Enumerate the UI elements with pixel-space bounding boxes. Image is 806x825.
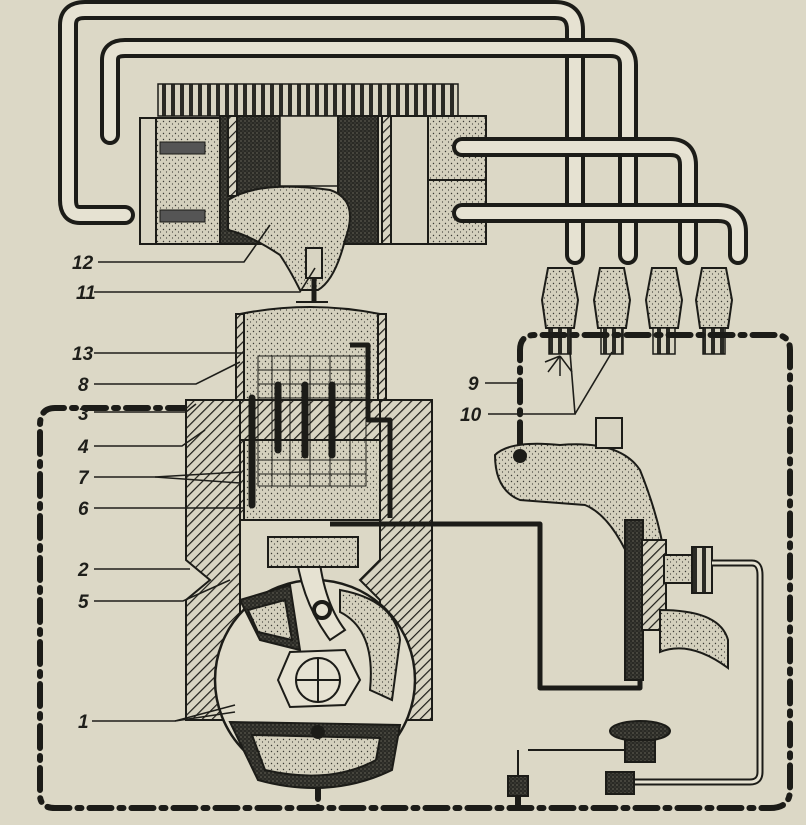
callout-9: 9 — [468, 374, 479, 395]
callout-3: 3 — [78, 404, 89, 425]
distributor — [139, 83, 487, 303]
callout-5: 5 — [78, 592, 89, 613]
callout-4: 4 — [77, 437, 89, 458]
distributor-clamp — [139, 117, 157, 245]
ground-terminal — [513, 449, 527, 463]
pole-shoe-right — [339, 588, 402, 702]
coil-cap-wall-right — [377, 313, 387, 405]
spark-icon — [544, 355, 573, 376]
rotor-brush — [305, 247, 323, 279]
spark-plug-installed — [663, 554, 695, 584]
spark-plug-4 — [694, 267, 734, 355]
callouts: 12 11 13 8 3 4 7 6 2 5 1 9 10 — [72, 253, 482, 733]
ground-stud — [311, 725, 325, 739]
ignition-switch — [507, 720, 671, 797]
ht-leads — [58, 0, 748, 265]
terminal-screw-upper — [159, 141, 206, 155]
distributor-insulator-left — [227, 115, 238, 197]
callout-10: 10 — [460, 405, 482, 426]
armature-coil — [248, 342, 393, 518]
callout-6: 6 — [78, 499, 89, 520]
callout-leaders — [92, 224, 613, 722]
switch-terminal — [605, 771, 635, 795]
spark-plug-1 — [540, 267, 580, 355]
ground-circuit-line — [37, 332, 793, 811]
callout-1: 1 — [78, 712, 89, 733]
callout-8: 8 — [78, 375, 89, 396]
switch-ground-terminal — [507, 775, 529, 797]
filler-cap — [595, 417, 623, 449]
piston-crown — [659, 608, 729, 670]
breaker-contacts — [267, 536, 359, 568]
breaker-arm — [293, 544, 347, 642]
switch-knob-icon — [609, 720, 671, 742]
callout-11: 11 — [76, 283, 96, 304]
callout-2: 2 — [77, 560, 89, 581]
terminal-screw-lower — [159, 209, 206, 223]
cylinder-wall — [624, 519, 644, 681]
distributor-gear — [157, 83, 459, 117]
distributor-insulator-right — [381, 115, 392, 245]
callout-7: 7 — [78, 468, 90, 489]
plug-nut — [691, 546, 713, 594]
spark-plug-2 — [592, 267, 632, 355]
engine-cylinder — [493, 417, 764, 786]
callout-12: 12 — [72, 253, 94, 274]
callout-13: 13 — [72, 344, 94, 365]
cylinder-head — [493, 442, 667, 561]
distributor-segment-right — [337, 115, 379, 245]
breaker-pivot — [312, 600, 332, 620]
spark-plugs — [540, 267, 734, 376]
distributor-center-shaft — [279, 115, 341, 187]
spark-plug-3 — [644, 267, 684, 355]
